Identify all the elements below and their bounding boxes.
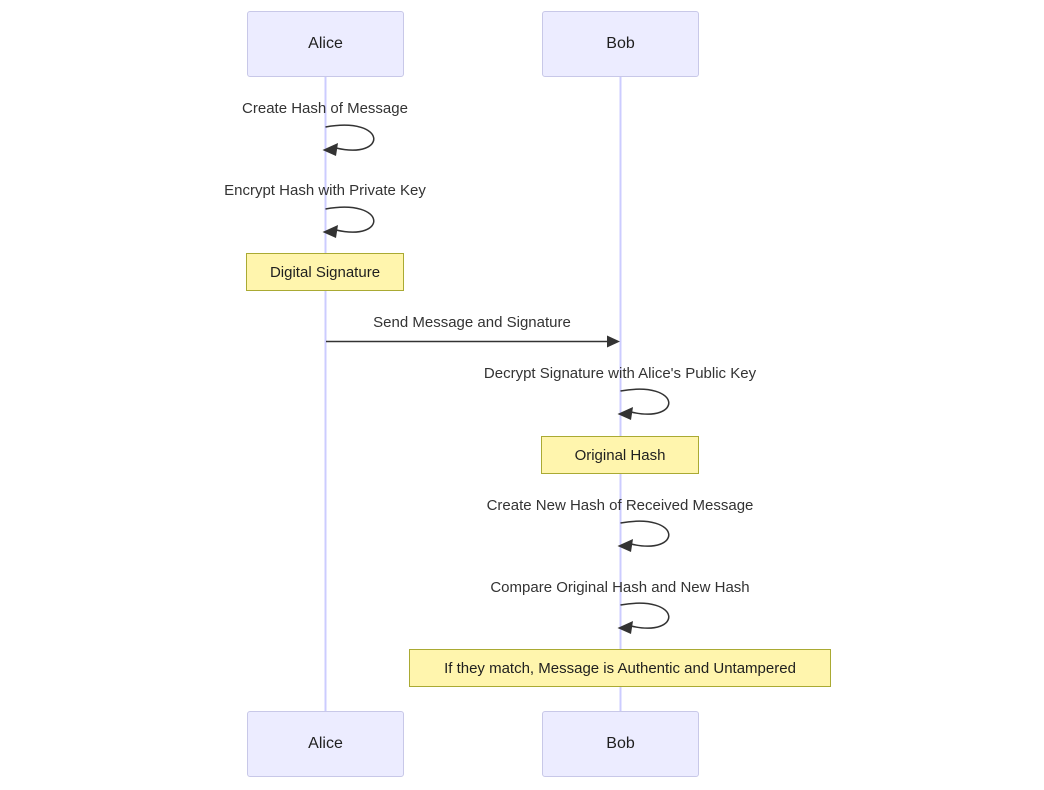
arrowhead-send-message [607,335,620,348]
message-label-send-message: Send Message and Signature [373,314,571,331]
note-match-result: If they match, Message is Authentic and … [409,649,831,687]
actor-box-alice-bottom: Alice [247,711,404,777]
self-loop-arrow-create-hash [325,124,375,151]
arrowhead-encrypt-hash [322,225,338,238]
actor-box-bob-top: Bob [542,11,699,77]
self-loop-arrow-encrypt-hash [325,206,375,233]
actor-label-alice-top: Alice [308,35,343,52]
actor-box-alice-top: Alice [247,11,404,77]
message-label-create-new-hash: Create New Hash of Received Message [486,497,754,514]
actor-label-alice-bottom: Alice [308,735,343,752]
message-label-compare-hash: Compare Original Hash and New Hash [490,579,750,596]
arrowhead-create-new-hash [617,539,633,552]
note-original-hash: Original Hash [541,436,699,474]
actor-label-bob-top: Bob [606,35,635,52]
self-loop-arrow-create-new-hash [620,520,670,547]
message-label-create-hash: Create Hash of Message [242,100,408,117]
arrowhead-decrypt-signature [617,407,633,420]
message-label-decrypt-signature: Decrypt Signature with Alice's Public Ke… [483,365,757,382]
self-loop-arrow-decrypt-signature [620,388,670,415]
arrowhead-compare-hash [617,621,633,634]
actor-box-bob-bottom: Bob [542,711,699,777]
actor-label-bob-bottom: Bob [606,735,635,752]
arrowhead-create-hash [322,143,338,156]
self-loop-arrow-compare-hash [620,602,670,629]
message-label-encrypt-hash: Encrypt Hash with Private Key [224,182,426,199]
note-digital-signature: Digital Signature [246,253,404,291]
